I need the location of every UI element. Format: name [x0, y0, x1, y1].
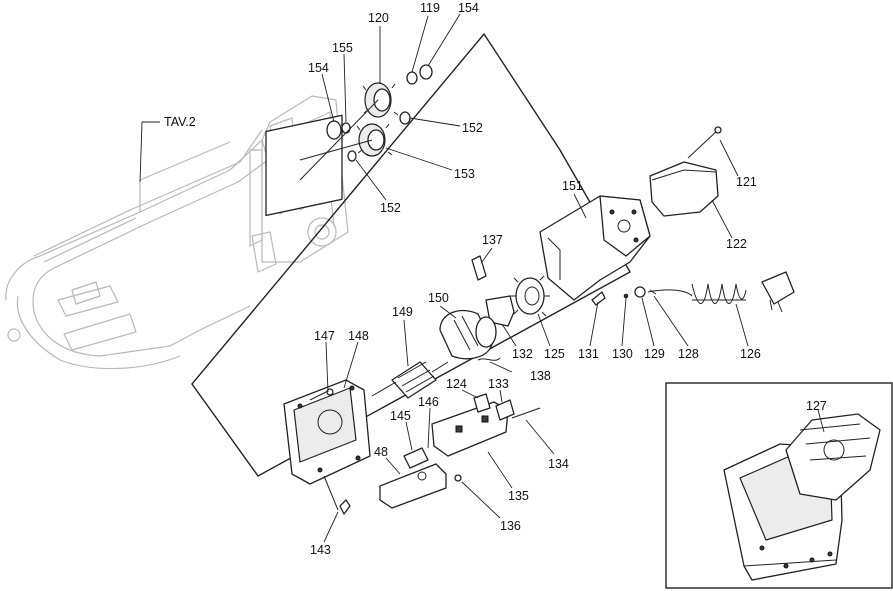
motor-cap-122 — [649, 126, 722, 217]
part-label-130: 130 — [612, 347, 633, 361]
part-label-48: 48 — [374, 445, 388, 459]
part-label-129: 129 — [644, 347, 665, 361]
rotor-149 — [371, 361, 449, 399]
washer-136 — [454, 474, 462, 482]
inset-frame — [665, 382, 893, 589]
power-cord-126 — [647, 271, 795, 313]
leader-lines — [139, 13, 825, 543]
part-label-138: 138 — [530, 369, 551, 383]
part-label-131: 131 — [578, 347, 599, 361]
part-label-137: 137 — [482, 233, 503, 247]
part-label-152-bottom: 152 — [380, 201, 401, 215]
part-label-148: 148 — [348, 329, 369, 343]
part-label-126: 126 — [740, 347, 761, 361]
part-label-147: 147 — [314, 329, 335, 343]
bushing-129 — [634, 286, 646, 298]
screw-130 — [623, 293, 629, 299]
part-label-154-left: 154 — [308, 61, 329, 75]
part-label-133: 133 — [488, 377, 509, 391]
motor-housing-148 — [283, 379, 371, 485]
switch-block-48 — [379, 447, 447, 509]
part-label-127: 127 — [806, 399, 827, 413]
part-label-134: 134 — [548, 457, 569, 471]
part-label-143: 143 — [310, 543, 331, 557]
part-label-155: 155 — [332, 41, 353, 55]
screw-143 — [339, 499, 351, 515]
brush-holder-135 — [431, 393, 541, 457]
spring-138 — [477, 357, 501, 361]
inset-assembly-127 — [723, 413, 881, 581]
part-label-152-right: 152 — [462, 121, 483, 135]
part-label-135: 135 — [508, 489, 529, 503]
part-label-145: 145 — [390, 409, 411, 423]
labels: TAV.2 120 119 154 155 154 152 153 152 12… — [164, 1, 827, 557]
fan-125 — [510, 275, 550, 317]
part-label-120: 120 — [368, 11, 389, 25]
screw-137 — [471, 255, 487, 281]
part-label-151: 151 — [562, 179, 583, 193]
assembly-ref-label: TAV.2 — [164, 115, 196, 129]
screw-131 — [591, 291, 606, 306]
part-label-150: 150 — [428, 291, 449, 305]
clip-128 — [649, 289, 657, 295]
part-label-128: 128 — [678, 347, 699, 361]
part-label-149: 149 — [392, 305, 413, 319]
part-label-153: 153 — [454, 167, 475, 181]
part-label-132: 132 — [512, 347, 533, 361]
part-label-154-top: 154 — [458, 1, 479, 15]
part-label-124: 124 — [446, 377, 467, 391]
part-label-122: 122 — [726, 237, 747, 251]
part-label-136: 136 — [500, 519, 521, 533]
gear-cluster — [265, 64, 433, 217]
part-label-119: 119 — [420, 1, 440, 15]
part-label-121: 121 — [736, 175, 757, 189]
belt-cover-151 — [539, 195, 651, 301]
part-label-146: 146 — [418, 395, 439, 409]
part-label-125: 125 — [544, 347, 565, 361]
stator-150 — [439, 309, 497, 360]
